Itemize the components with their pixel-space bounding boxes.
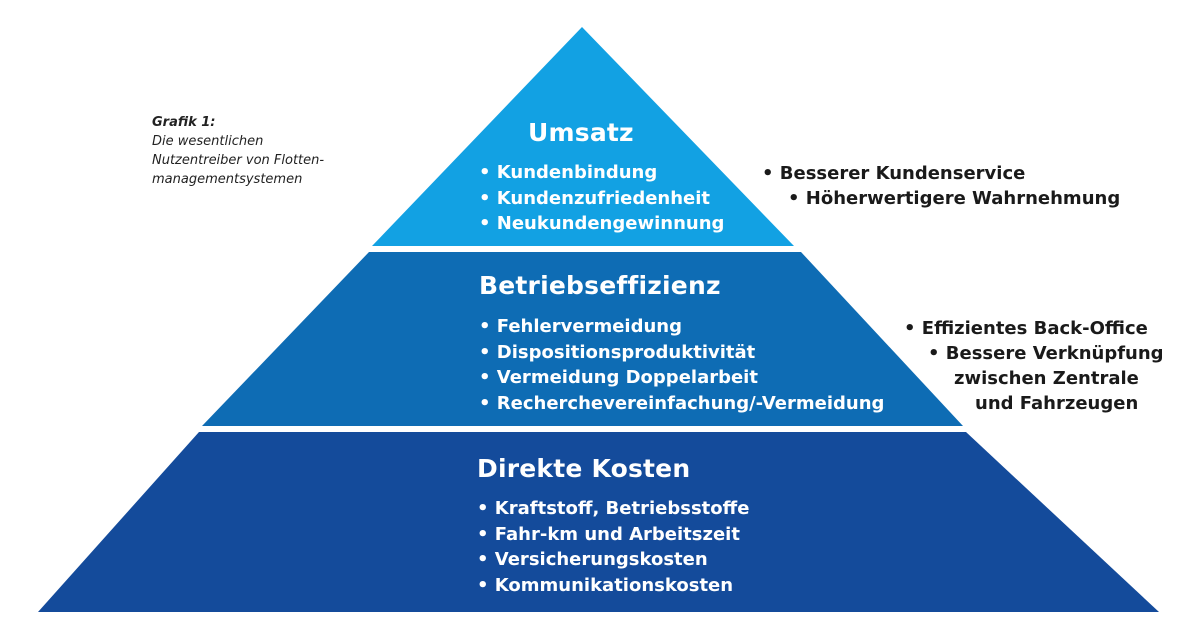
list-item: Kundenbindung xyxy=(479,160,724,186)
side-note-item: Höherwertigere Wahrnehmung xyxy=(762,186,1120,211)
caption-title: Grafik 1: xyxy=(152,115,216,130)
side-note-text: Höherwertigere Wahrnehmung xyxy=(788,188,1120,209)
side-note-text: Besserer Kundenservice xyxy=(762,163,1025,184)
list-item: Kundenzufriedenheit xyxy=(479,186,724,212)
list-item: Recherchevereinfachung/-Vermeidung xyxy=(479,391,885,417)
list-item: Vermeidung Doppelarbeit xyxy=(479,365,884,391)
tier-direkte-kosten-list: Kraftstoff, Betriebsstoffe Fahr-km und A… xyxy=(477,496,750,599)
side-note-text: Bessere Verknüpfung xyxy=(928,343,1164,364)
list-item: Fehlervermeidung xyxy=(479,314,884,340)
tier-umsatz-title: Umsatz xyxy=(528,118,634,147)
caption-line: Nutzentreiber von Flotten- xyxy=(152,153,325,168)
tier-umsatz-list: Kundenbindung Kundenzufriedenheit Neukun… xyxy=(479,160,725,237)
side-note-item: und Fahrzeugen xyxy=(904,391,1164,416)
caption-line: Die wesentlichen xyxy=(152,134,264,149)
tier-betriebseffizienz-title: Betriebseffizienz xyxy=(479,271,721,300)
side-note-text: zwischen Zentrale xyxy=(954,368,1139,389)
list-item: Neukundengewinnung xyxy=(479,211,725,237)
tier-direkte-kosten-title: Direkte Kosten xyxy=(477,454,691,483)
side-note-item: Bessere Verknüpfung xyxy=(904,341,1164,366)
list-item: Kraftstoff, Betriebsstoffe xyxy=(477,496,750,522)
caption-line: managementsystemen xyxy=(152,172,303,187)
side-note-text: und Fahrzeugen xyxy=(975,393,1139,414)
side-notes-betriebseffizienz: Effizientes Back-Office Bessere Verknüpf… xyxy=(904,316,1164,416)
side-note-item: zwischen Zentrale xyxy=(904,366,1164,391)
list-item: Versicherungskosten xyxy=(477,547,749,573)
side-note-text: Effizientes Back-Office xyxy=(904,318,1148,339)
tier-betriebseffizienz-list: Fehlervermeidung Dispositionsproduktivit… xyxy=(479,314,885,417)
figure-caption: Grafik 1: Die wesentlichen Nutzentreiber… xyxy=(152,113,324,189)
side-note-item: Besserer Kundenservice xyxy=(762,161,1120,186)
list-item: Kommunikationskosten xyxy=(477,573,749,599)
list-item: Fahr-km und Arbeitszeit xyxy=(477,522,749,548)
side-note-item: Effizientes Back-Office xyxy=(904,316,1164,341)
list-item: Dispositionsproduktivität xyxy=(479,340,884,366)
side-notes-umsatz: Besserer Kundenservice Höherwertigere Wa… xyxy=(762,161,1120,211)
